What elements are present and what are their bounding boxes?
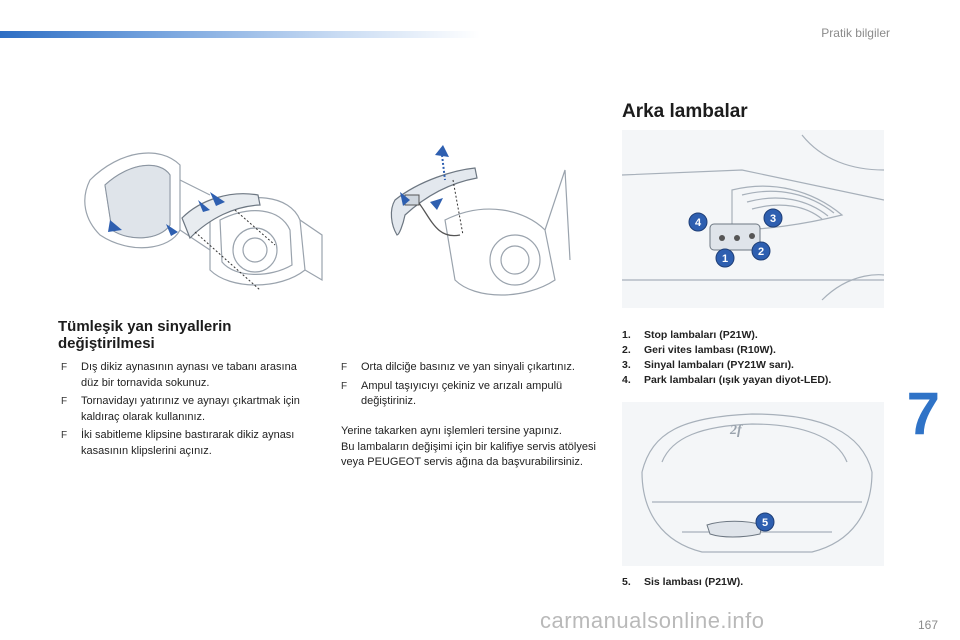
left-bullet-list: F Dış dikiz aynasının aynası ve tabanı ar… [61, 360, 301, 462]
list-item: F Ampul taşıyıcıyı çekiniz ve arızalı amp… [341, 379, 601, 410]
rear-lamps-heading: Arka lambalar [622, 101, 748, 122]
list-item: 5. Sis lambası (P21W). [622, 575, 892, 590]
item-number: 5. [622, 576, 631, 588]
bullet-icon: F [61, 362, 68, 373]
list-item: F Tornavidayı yatırınız ve aynayı çıkartm… [61, 394, 301, 425]
callout-group-1: 1 [715, 248, 735, 268]
bullet-text: Dış dikiz aynasının aynası ve tabanı ara… [81, 361, 297, 389]
rear-lamp-list: 1. Stop lambaları (P21W). 2. Geri vites la… [622, 328, 892, 388]
callout-4: 4 [695, 217, 702, 229]
fog-lamp-list: 5. Sis lambası (P21W). [622, 575, 892, 590]
callout-2: 2 [758, 246, 764, 258]
header-accent-bar [0, 31, 480, 38]
callout-5: 5 [762, 517, 768, 529]
chapter-number: 7 [906, 380, 940, 447]
item-text: Geri vites lambası (R10W). [644, 344, 776, 356]
mirror-removal-illustration [60, 140, 330, 300]
bullet-text: Orta dilciğe basınız ve yan sinyali çıka… [361, 361, 575, 373]
page-number: 167 [917, 618, 938, 632]
side-repeater-heading: Tümleşik yan sinyallerin değiştirilmesi [58, 318, 232, 352]
list-item: F Orta dilciğe basınız ve yan sinyali çık… [341, 360, 601, 376]
item-text: Stop lambaları (P21W). [644, 329, 758, 341]
bullet-text: Ampul taşıyıcıyı çekiniz ve arızalı ampu… [361, 379, 563, 408]
item-number: 1. [622, 329, 631, 341]
bullet-icon: F [341, 380, 348, 392]
watermark-text: carmanualsonline.info [540, 608, 765, 633]
callout-1: 1 [722, 253, 728, 265]
paragraph-line: Yerine takarken aynı işlemleri tersine y… [341, 425, 562, 437]
header-title: Pratik bilgiler [821, 26, 890, 40]
side-repeater-illustration [375, 140, 575, 300]
paragraph-line: Bu lambaların değişimi için bir kalifiye… [341, 440, 596, 469]
list-item: F İki sabitleme klipsine bastırarak dikiz… [61, 428, 301, 459]
list-item: 1. Stop lambaları (P21W). [622, 328, 892, 343]
rear-lamp-illustration: 1 2 3 4 [622, 130, 884, 308]
item-number: 4. [622, 374, 631, 386]
middle-bullet-list: F Orta dilciğe basınız ve yan sinyali çık… [341, 360, 601, 413]
item-number: 3. [622, 359, 631, 371]
item-number: 2. [622, 344, 631, 356]
list-item: 3. Sinyal lambaları (PY21W sarı). [622, 358, 892, 373]
bullet-text: İki sabitleme klipsine bastırarak dikiz … [81, 429, 295, 457]
callout-3: 3 [770, 213, 776, 225]
bullet-text: Tornavidayı yatırınız ve aynayı çıkartma… [81, 395, 300, 423]
car-badge: 2f [729, 423, 743, 438]
fog-lamp-illustration: 2f 5 [622, 402, 884, 566]
reassembly-note: Yerine takarken aynı işlemleri tersine y… [341, 424, 601, 471]
list-item: 4. Park lambaları (ışık yayan diyot-LED). [622, 373, 892, 388]
bullet-icon: F [341, 362, 348, 373]
bullet-icon: F [61, 430, 68, 441]
list-item: 2. Geri vites lambası (R10W). [622, 343, 892, 358]
list-item: F Dış dikiz aynasının aynası ve tabanı ar… [61, 360, 301, 391]
bullet-icon: F [61, 396, 68, 407]
item-text: Sis lambası (P21W). [644, 576, 744, 588]
item-text: Park lambaları (ışık yayan diyot-LED). [644, 374, 832, 386]
item-text: Sinyal lambaları (PY21W sarı). [644, 359, 794, 371]
